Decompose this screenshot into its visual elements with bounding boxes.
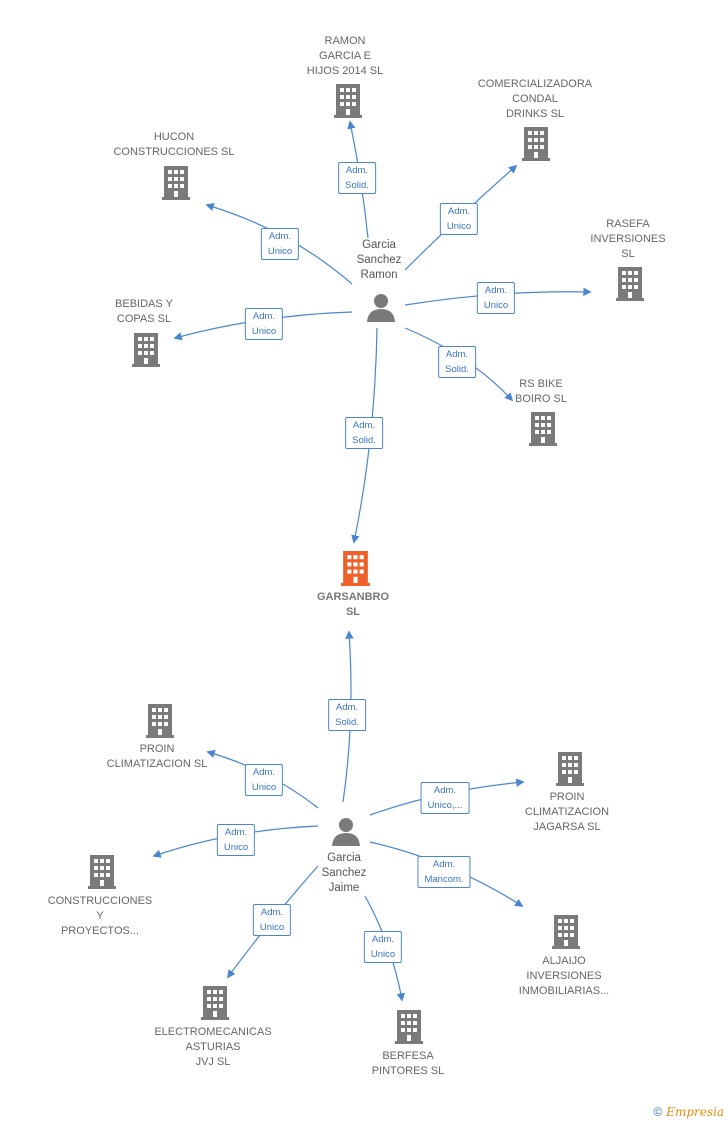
relation-label[interactable]: Adm. Unico xyxy=(439,203,479,235)
person-label-ramon[interactable]: Garcia Sanchez Ramon xyxy=(356,239,402,281)
company-label-ramon-garcia[interactable]: RAMON GARCIA E HIJOS 2014 SL xyxy=(306,35,384,77)
person-icon-ramon[interactable] xyxy=(366,292,396,322)
company-label-comercializadora[interactable]: COMERCIALIZADORA CONDAL DRINKS SL xyxy=(477,78,593,120)
relation-label[interactable]: Adm. Unico xyxy=(476,282,516,314)
company-label-rsbike[interactable]: RS BIKE BOIRO SL xyxy=(515,378,567,405)
company-label-aljaijo[interactable]: ALJAIJO INVERSIONES INMOBILIARIAS... xyxy=(518,955,610,997)
relation-label[interactable]: Adm. Unico,... xyxy=(420,782,470,814)
relation-label[interactable]: Adm. Solid. xyxy=(338,162,376,194)
person-label-jaime[interactable]: Garcia Sanchez Jaime xyxy=(321,852,367,894)
company-label-bebidas[interactable]: BEBIDAS Y COPAS SL xyxy=(115,298,173,325)
relation-label[interactable]: Adm. Unico xyxy=(260,228,300,260)
building-icon-bebidas[interactable] xyxy=(132,333,160,367)
company-label-berfesa[interactable]: BERFESA PINTORES SL xyxy=(371,1050,445,1077)
brand-logo: © Empresia xyxy=(654,1105,725,1119)
company-label-hucon[interactable]: HUCON CONSTRUCCIONES SL xyxy=(113,131,235,158)
building-icon-rsbike[interactable] xyxy=(529,412,557,446)
building-icon-comercializadora[interactable] xyxy=(522,127,550,161)
relation-label[interactable]: Adm. Unico xyxy=(244,764,284,796)
building-icon-ramon-garcia[interactable] xyxy=(334,84,362,118)
building-icon-electromecanicas[interactable] xyxy=(201,986,229,1020)
relation-label[interactable]: Adm. Unico xyxy=(216,824,256,856)
company-label-proin1[interactable]: PROIN CLIMATIZACION SL xyxy=(106,743,208,770)
building-icon-construcciones[interactable] xyxy=(88,855,116,889)
copyright-symbol: © xyxy=(653,1105,663,1119)
relation-label[interactable]: Adm. Solid. xyxy=(438,346,476,378)
building-icon-proin1[interactable] xyxy=(146,704,174,738)
company-label-proin2[interactable]: PROIN CLIMATIZACION JAGARSA SL xyxy=(524,791,610,833)
building-icon-hucon[interactable] xyxy=(162,166,190,200)
relation-label[interactable]: Adm. Solid. xyxy=(328,699,366,731)
building-icon-rasefa[interactable] xyxy=(616,267,644,301)
brand-name: mpresia xyxy=(674,1105,724,1119)
building-icon-aljaijo[interactable] xyxy=(552,915,580,949)
relation-label[interactable]: Adm. Mancom. xyxy=(417,856,471,888)
relation-label[interactable]: Adm. Unico xyxy=(363,931,403,963)
building-icon-garsanbro[interactable] xyxy=(341,551,370,586)
company-label-rasefa[interactable]: RASEFA INVERSIONES SL xyxy=(590,218,666,260)
relation-label[interactable]: Adm. Solid. xyxy=(345,417,383,449)
building-icon-proin2[interactable] xyxy=(556,752,584,786)
building-icon-berfesa[interactable] xyxy=(395,1010,423,1044)
company-label-garsanbro[interactable]: GARSANBRO SL xyxy=(316,591,390,618)
company-label-construcciones[interactable]: CONSTRUCCIONES Y PROYECTOS... xyxy=(47,895,153,937)
brand-initial: E xyxy=(666,1105,675,1119)
relation-label[interactable]: Adm. Unico xyxy=(244,308,284,340)
relation-label[interactable]: Adm. Unico xyxy=(252,904,292,936)
person-icon-jaime[interactable] xyxy=(331,816,361,846)
company-label-electromecanicas[interactable]: ELECTROMECANICAS ASTURIAS JVJ SL xyxy=(154,1026,272,1068)
